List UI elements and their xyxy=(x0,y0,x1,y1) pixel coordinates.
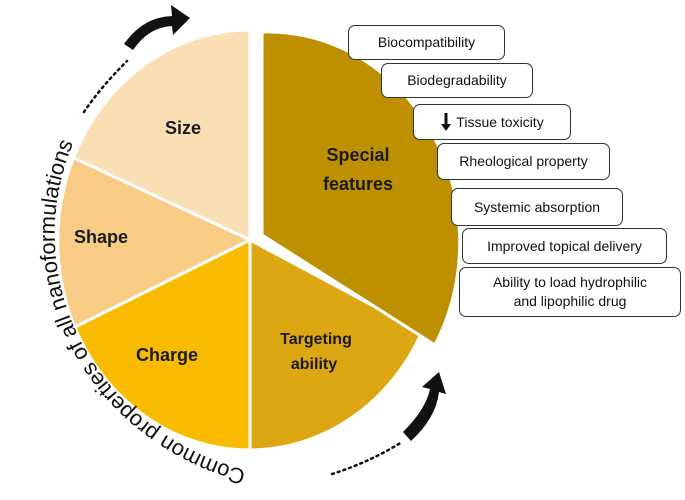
feature-biocompatibility: Biocompatibility xyxy=(348,25,505,60)
feature-tissue-toxicity: Tissue toxicity xyxy=(413,104,571,140)
segment-charge xyxy=(72,237,252,452)
feature-improved-topical-delivery: Improved topical delivery xyxy=(462,228,667,264)
dotted-leader-bottom xyxy=(330,440,404,476)
feature-rheological-property: Rheological property xyxy=(437,143,610,180)
label-charge: Charge xyxy=(136,345,198,365)
feature-label: Tissue toxicity xyxy=(456,113,544,130)
label-special-line2: features xyxy=(323,174,393,194)
segment-size xyxy=(71,28,252,243)
label-special-line1: Special xyxy=(326,145,389,165)
feature-label: Rheological property xyxy=(459,153,588,169)
label-targeting-line1: Targeting xyxy=(280,331,352,348)
feature-label: Systemic absorption xyxy=(473,198,601,215)
feature-label-line2: and lipophilic drug xyxy=(513,293,627,309)
feature-label: Improved topical delivery xyxy=(487,237,642,254)
down-arrow-icon xyxy=(441,113,452,131)
feature-label-line1: Ability to load hydrophilic xyxy=(492,274,648,290)
label-targeting-line2: ability xyxy=(291,356,337,373)
feature-label: Biodegradability xyxy=(407,72,507,88)
feature-systemic-absorption: Systemic absorption xyxy=(451,188,623,226)
curved-arrow-top-icon xyxy=(124,5,190,50)
segment-shape xyxy=(56,155,254,330)
curved-arrow-bottom-icon xyxy=(403,372,446,441)
segment-targeting-ability xyxy=(248,237,424,452)
feature-biodegradability: Biodegradability xyxy=(381,63,533,98)
feature-load-hydrophilic-lipophilic: Ability to load hydrophilic and lipophil… xyxy=(459,267,681,317)
dotted-leader-top xyxy=(82,59,129,114)
label-shape: Shape xyxy=(74,227,128,247)
feature-label: Biocompatibility xyxy=(377,34,476,50)
label-size: Size xyxy=(165,118,201,138)
